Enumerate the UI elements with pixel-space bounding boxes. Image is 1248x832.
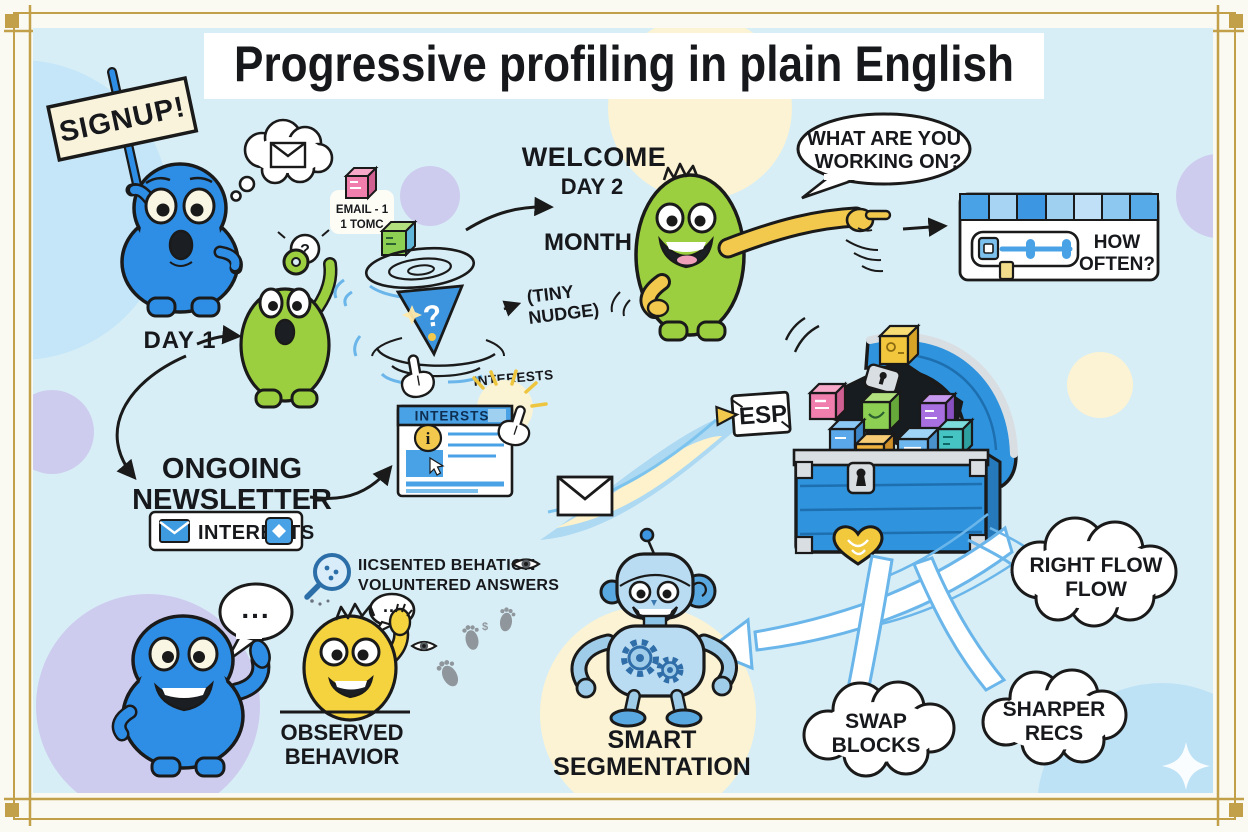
- character-green-pointing: [610, 162, 892, 342]
- gear-icon-small: [656, 656, 684, 684]
- cloud-right-flow-line1: RIGHT FLOW: [1030, 554, 1163, 577]
- cube-green-icon: [379, 219, 418, 258]
- signup-sign: SIGNUP!: [46, 75, 199, 163]
- ellipsis-text: ...: [241, 593, 270, 624]
- title-banner: Progressive profiling in plain English: [204, 33, 1044, 99]
- footprints: $: [434, 606, 517, 690]
- day2-label: DAY 2: [561, 174, 623, 199]
- info-icon: i: [413, 423, 443, 453]
- newsletter-label: NEWSLETTER: [132, 484, 332, 516]
- cursor-arrow-icon: [429, 456, 445, 476]
- keyhole-icon: [846, 461, 876, 495]
- robot: [570, 527, 738, 728]
- pointing-hand: [845, 207, 892, 233]
- interests-badge-label: INTERESTS: [198, 522, 315, 544]
- arrow-funnel-to-welcome: [465, 196, 554, 232]
- cloud-right-flow: RIGHT FLOW FLOW: [1010, 516, 1178, 628]
- frequency-widget: HOW OFTEN?: [958, 192, 1160, 282]
- cloud-swap-line2: BLOCKS: [832, 734, 921, 757]
- volunteered-line2: VOLUNTERED ANSWERS: [358, 577, 559, 594]
- browser-window: INTERSTS i: [396, 401, 538, 498]
- cloud-right-flow-line2: FLOW: [1065, 578, 1127, 601]
- consented-line1: IICSENTED BEHATION: [358, 557, 536, 574]
- arrow-to-browser: [309, 464, 393, 500]
- email-tag: EMAIL - 1 1 TOMC: [330, 165, 418, 258]
- treasure-chest: [784, 316, 1018, 566]
- eye-icon-1: [511, 558, 541, 570]
- interests-badge: INTERESTS: [148, 510, 315, 552]
- speech-what-line1: WHAT ARE YOU: [807, 128, 961, 150]
- smart-line1: SMART: [608, 726, 697, 754]
- character-green-curious: [239, 248, 338, 409]
- esp-label: ESP: [738, 400, 788, 430]
- cube-pink-icon: [343, 165, 379, 201]
- ongoing-label: ONGOING: [162, 453, 302, 485]
- browser-titlebar: [396, 404, 514, 427]
- cloud-sharper-line2: RECS: [1025, 722, 1083, 745]
- widget-tiles: [959, 193, 1159, 221]
- cloud-swap-line1: SWAP: [845, 710, 907, 733]
- svg-text:$: $: [482, 621, 488, 633]
- cloud-swap: SWAP BLOCKS: [802, 680, 956, 778]
- envelope-icon: [269, 141, 307, 169]
- funnel-vortex: ? INTERESTS: [333, 246, 554, 401]
- arrow-day1-to-character: [196, 324, 242, 346]
- widget-label-line2: OFTEN?: [1079, 254, 1155, 275]
- thought-bubble: [230, 118, 334, 202]
- chest-base: [792, 448, 1002, 566]
- email-tag-line2: 1 TOMC: [340, 219, 383, 231]
- diamond-button-icon: [265, 517, 293, 545]
- question-mark: ?: [300, 242, 310, 259]
- character-blue-thumbs: [111, 614, 271, 778]
- widget-slider: [970, 230, 1080, 281]
- character-blue-signup: [120, 162, 243, 318]
- sparkle-icon: [1162, 742, 1210, 790]
- speech-bubble-what: WHAT ARE YOU WORKING ON?: [796, 112, 972, 200]
- email-tag-line1: EMAIL - 1: [336, 204, 389, 216]
- envelope-icon-badge: [159, 519, 190, 543]
- smart-line2: SEGMENTATION: [553, 753, 751, 781]
- funnel-question: ?: [421, 299, 444, 334]
- esp-tag: ESP: [715, 390, 792, 438]
- cloud-sharper: SHARPER RECS: [981, 668, 1128, 766]
- arrow-to-widget: [902, 217, 948, 237]
- observed-line1: OBSERVED: [280, 720, 403, 745]
- character-yellow: [280, 602, 413, 722]
- page-title: Progressive profiling in plain English: [234, 36, 1014, 92]
- cloud-sharper-line1: SHARPER: [1003, 698, 1106, 721]
- heart-icon: [832, 525, 884, 566]
- arrow-day1-to-newsletter: [115, 354, 187, 480]
- magnifier-icon: [304, 553, 351, 606]
- widget-label-line1: HOW: [1094, 232, 1141, 253]
- arrow-tiny-nudge: [502, 300, 522, 317]
- observed-line2: BEHAVIOR: [285, 744, 400, 769]
- month1-label: MONTH 1: [544, 229, 652, 256]
- info-glyph: i: [426, 429, 431, 448]
- flow-ribbons: [704, 513, 1041, 694]
- speech-what-line2: WORKING ON?: [815, 151, 962, 173]
- browser-title: INTERSTS: [415, 409, 490, 424]
- welcome-label: WELCOME: [522, 142, 667, 172]
- envelope-flying: [556, 475, 614, 517]
- gear-icon-large: [621, 639, 659, 677]
